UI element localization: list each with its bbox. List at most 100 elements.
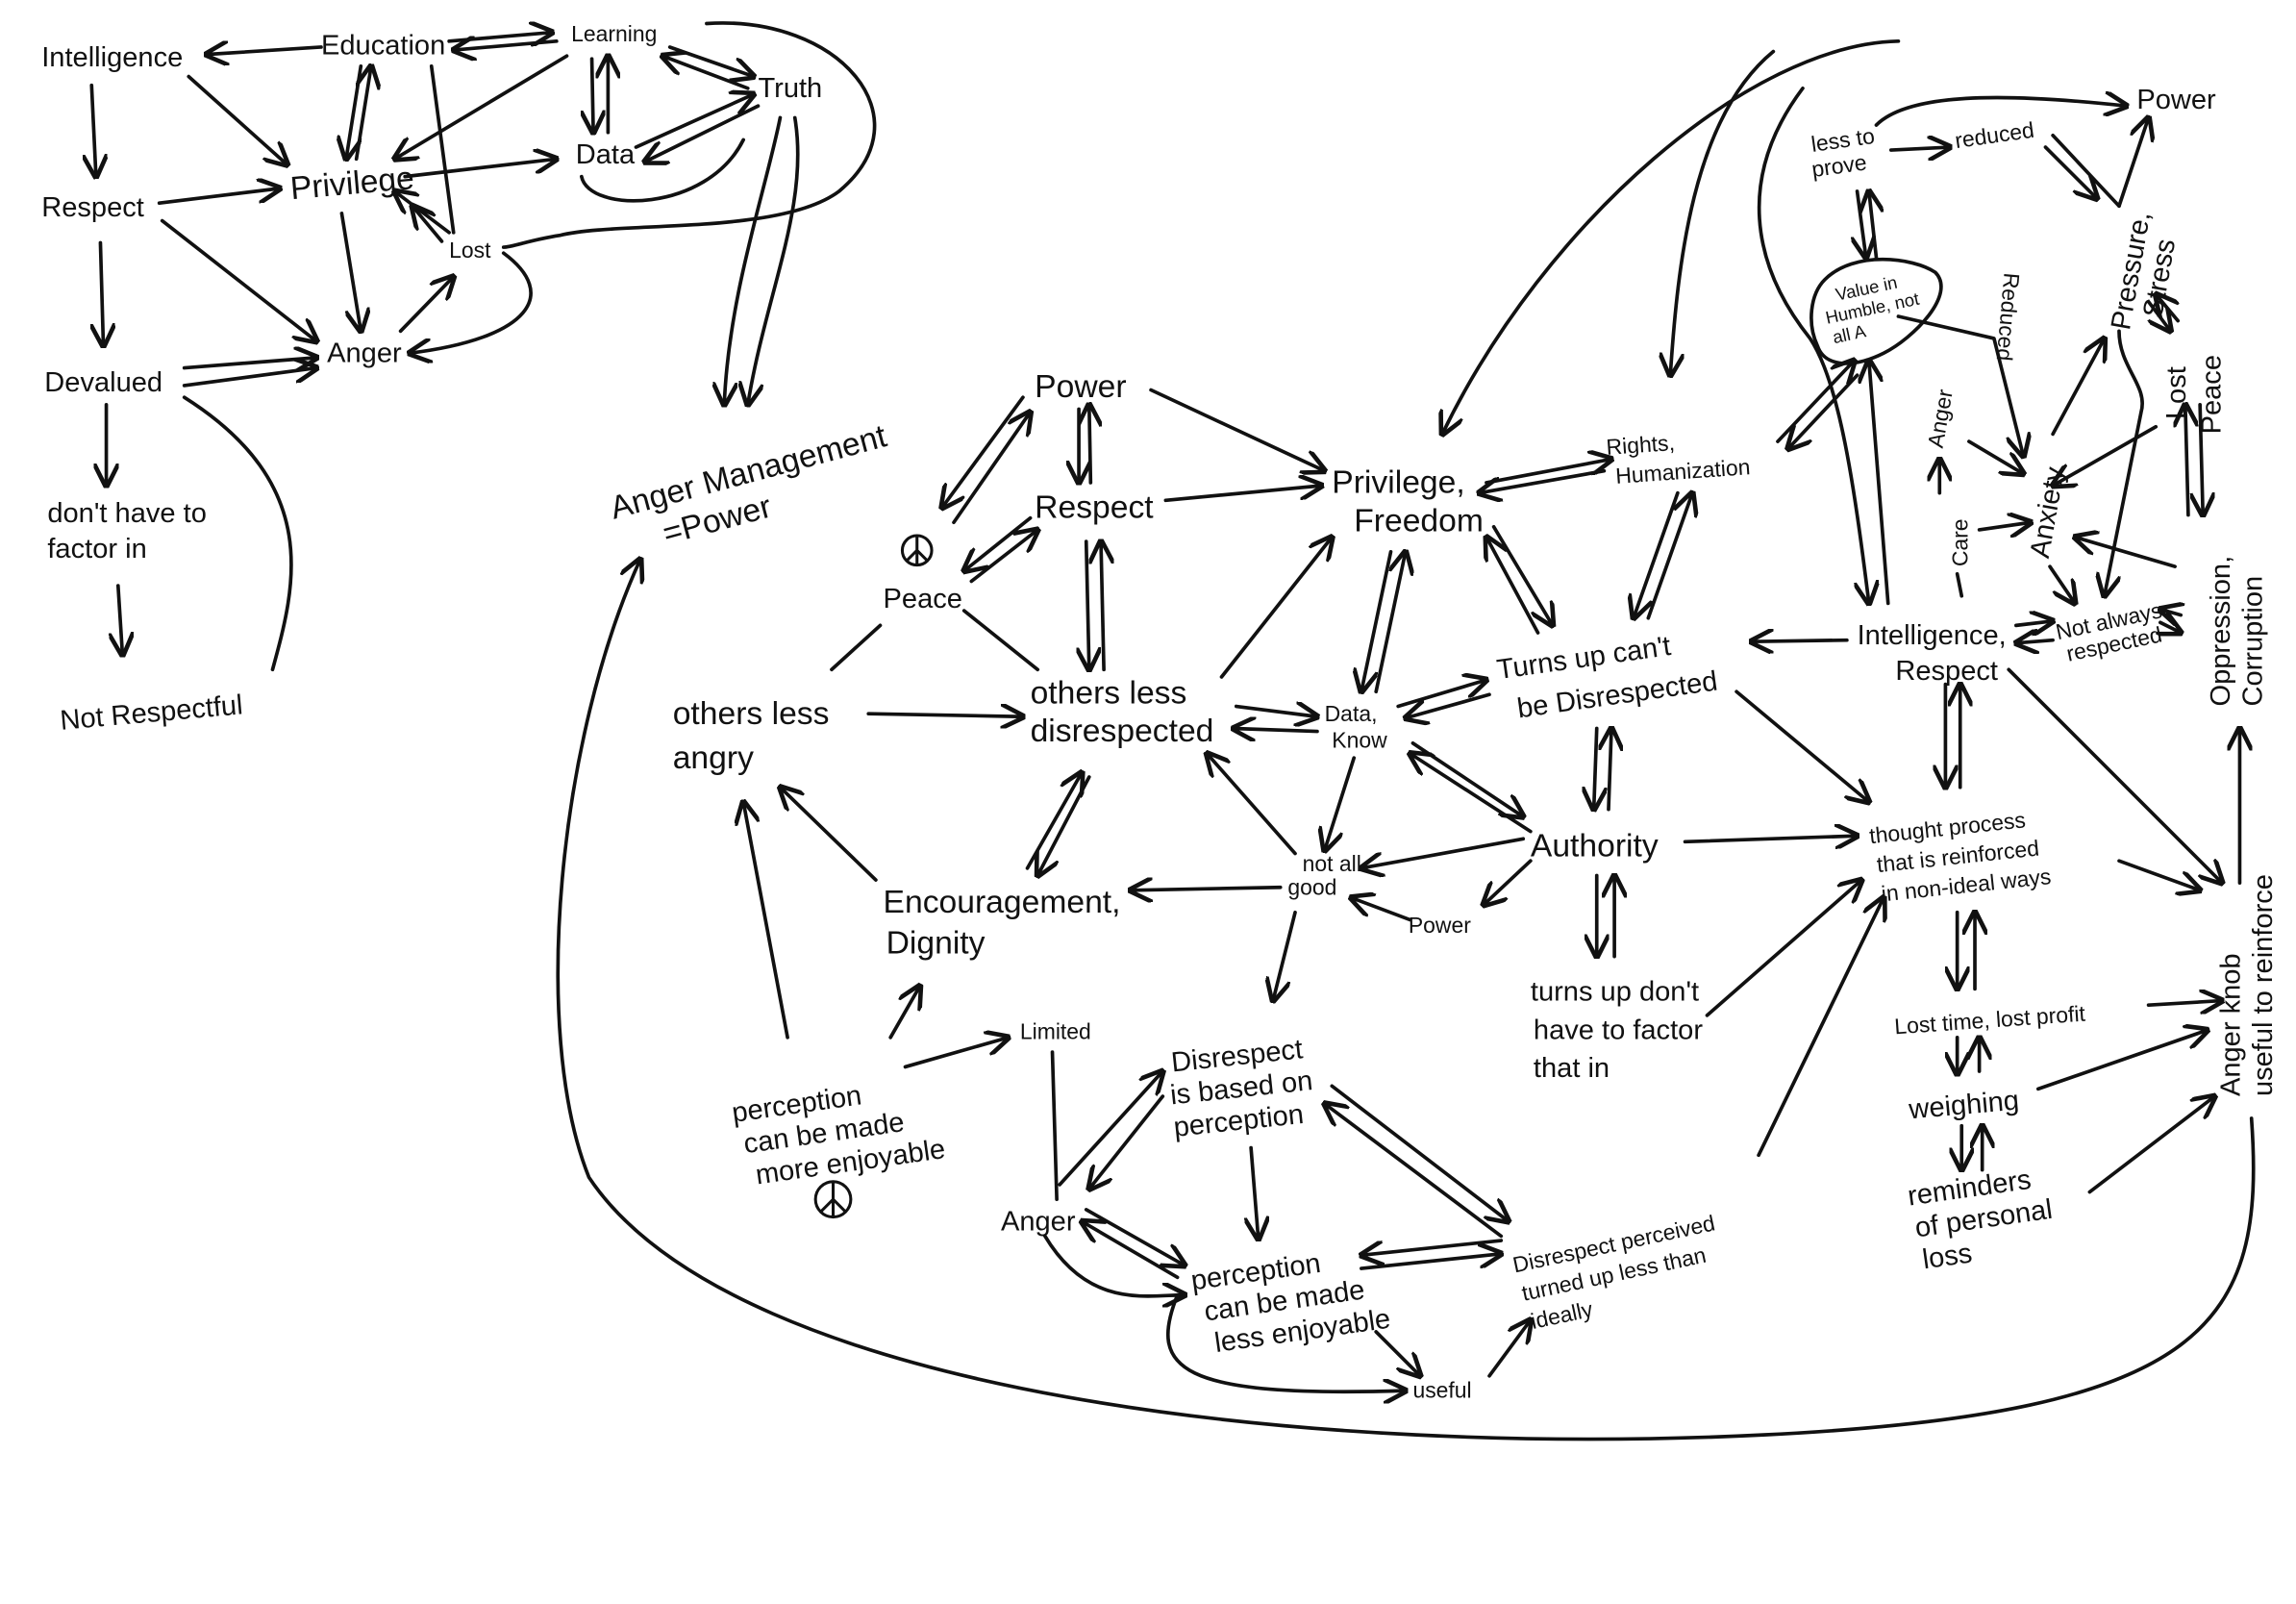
node-respect: Respect (1035, 490, 1154, 526)
arrow-edge (634, 94, 753, 149)
arrow-edge (1683, 836, 1858, 841)
node-perception-less-enjoyable: perception can be made less enjoyable (1189, 1240, 1392, 1361)
curved-arrow-edge (724, 115, 783, 404)
curved-arrow-edge (2105, 329, 2144, 595)
arrow-edge (888, 986, 920, 1040)
arrow-edge (1406, 692, 1491, 717)
arrow-edge (1734, 689, 1869, 802)
arrow-edge (2156, 294, 2181, 323)
arrow-edge (1869, 191, 1877, 260)
node-encouragement-dignity: Encouragement, Dignity (884, 885, 1130, 962)
arrow-edge (1757, 897, 1884, 1158)
arrow-edge (1234, 707, 1317, 717)
node-reduced-vertical: Reduced (1992, 272, 2025, 363)
arrow-edge (100, 240, 103, 345)
arrow-edge (1751, 640, 1849, 642)
node-anger: Anger (327, 338, 402, 368)
node-peace: Peace (884, 584, 962, 614)
connector-line (1050, 1050, 1059, 1202)
arrow-edge (2117, 859, 2200, 890)
arrow-edge (2053, 424, 2159, 486)
node-devalued: Devalued (44, 367, 162, 398)
arrow-edge (1325, 1104, 1504, 1239)
arrow-edge (1234, 728, 1319, 731)
arrow-edge (1396, 680, 1486, 709)
arrow-edge (645, 104, 761, 162)
node-learning: Learning (571, 21, 657, 46)
arrow-edge (2160, 610, 2181, 615)
arrow-edge (398, 277, 454, 334)
arrow-edge (780, 788, 878, 882)
arrow-edge (1360, 1254, 1501, 1270)
arrow-edge (454, 41, 559, 50)
node-disrespect-perceived: Disrespect perceived turned up less than… (1510, 1209, 1735, 1335)
curved-arrow-edge (1670, 49, 1776, 376)
curved-arrow-edge (1442, 39, 1901, 435)
node-useful: useful (1412, 1378, 1471, 1403)
node-others-less-angry: others less angry (673, 696, 838, 776)
arrow-edge (2146, 1001, 2223, 1006)
arrow-edge (1487, 1320, 1531, 1378)
arrow-edge (1251, 1145, 1259, 1240)
node-thought-process: thought process that is reinforced in no… (1868, 805, 2052, 907)
arrow-edge (969, 530, 1037, 584)
arrow-edge (1082, 1221, 1180, 1280)
node-rights-humanization: Rights, Humanization (1606, 425, 1751, 489)
arrow-edge (1484, 859, 1533, 905)
arrow-edge (1086, 539, 1089, 669)
arrow-edge (2014, 621, 2053, 626)
arrow-edge (2007, 667, 2222, 883)
node-disrespect-based-on-perception: Disrespect is based on perception (1165, 1033, 1325, 1143)
main-cluster: Power Respect Peace others less angry ot… (673, 369, 2053, 1403)
arrow-edge (2051, 338, 2105, 437)
arrow-edge (1486, 538, 1540, 635)
arrow-edge (1084, 1208, 1185, 1266)
node-care: Care (1947, 518, 1972, 566)
arrow-edge (2117, 117, 2149, 209)
arrow-edge (903, 1038, 1009, 1069)
arrow-edge (1479, 468, 1607, 493)
curved-arrow-edge (1757, 86, 1869, 604)
node-anger: Anger (1001, 1206, 1076, 1237)
node-anger-small: Anger (1923, 387, 1958, 449)
node-reduced: reduced (1954, 117, 2036, 153)
node-weighing: weighing (1907, 1086, 2020, 1126)
arrow-edge (942, 395, 1025, 508)
arrow-edge (1634, 490, 1680, 618)
node-respect: Respect (41, 192, 144, 223)
peace-symbol-icon (813, 1180, 853, 1219)
arrow-edge (187, 74, 287, 165)
arrow-edge (1037, 775, 1091, 876)
arrow-edge (118, 584, 123, 655)
arrow-edge (1646, 493, 1692, 620)
arrow-edge (1491, 525, 1553, 626)
connector-line (2051, 133, 2121, 209)
arrow-edge (2043, 145, 2097, 199)
connector-line (961, 609, 1040, 672)
node-reminders-of-personal-loss: reminders of personal loss (1906, 1161, 2066, 1276)
arrow-edge (447, 33, 552, 41)
arrow-edge (1330, 1084, 1509, 1221)
node-others-less-disrespected: others less disrespected (1031, 675, 1214, 749)
node-not-all-good: not all good (1287, 851, 1367, 899)
arrow-edge (952, 412, 1031, 525)
arrow-edge (1089, 1094, 1165, 1189)
arrow-edge (1888, 147, 1950, 150)
node-anger-management: Anger Management =Power (607, 416, 909, 564)
arrow-edge (403, 159, 557, 179)
arrow-edge (1025, 772, 1083, 870)
curved-arrow-edge (556, 560, 2256, 1441)
arrow-edge (1219, 538, 1333, 679)
arrow-edge (394, 191, 451, 235)
arrow-edge (1149, 388, 1325, 471)
curved-arrow-edge (748, 115, 800, 404)
arrow-edge (182, 358, 317, 368)
node-anxiety: Anxiety (2025, 464, 2071, 561)
arrow-edge (1361, 1239, 1504, 1255)
arrow-edge (1705, 880, 1862, 1017)
arrow-edge (354, 66, 371, 162)
arrow-edge (394, 54, 569, 159)
arrow-edge (1788, 373, 1859, 449)
arrow-edge (1207, 754, 1297, 856)
arrow-edge (1089, 405, 1091, 485)
